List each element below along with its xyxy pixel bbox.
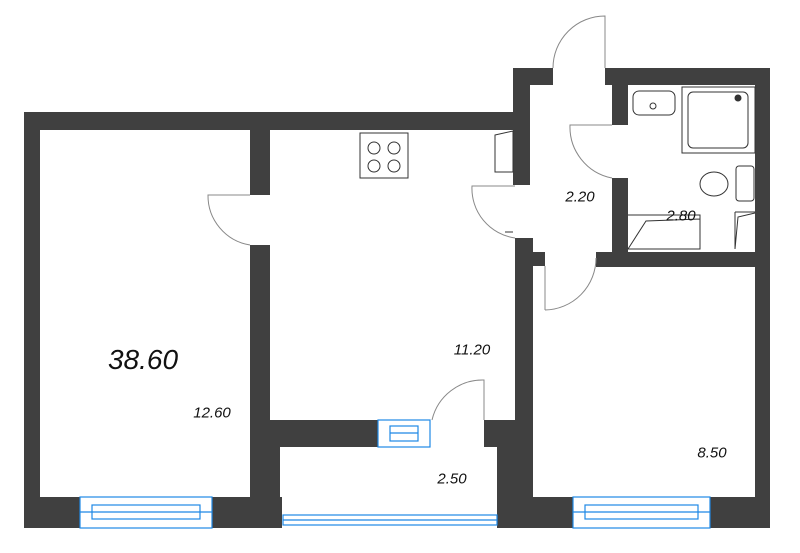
kitchen-area: 11.20 [453, 341, 491, 359]
toilet-icon [699, 171, 729, 197]
total-area-label: 38.60 [107, 344, 179, 375]
hallway-area: 2.20 [565, 188, 595, 206]
room-right-area: 8.50 [697, 444, 727, 462]
washbasin-icon [632, 90, 676, 116]
bathroom-area: 2.80 [666, 207, 696, 225]
doors [207, 15, 613, 421]
shower-icon [681, 86, 756, 154]
room-left-area: 12.60 [193, 404, 231, 422]
stove-icon [359, 132, 409, 179]
windows [79, 419, 711, 529]
fixtures [359, 86, 756, 250]
walls [24, 68, 770, 528]
kitchen-sink-icon [494, 130, 514, 173]
balcony-area: 2.50 [437, 470, 467, 488]
